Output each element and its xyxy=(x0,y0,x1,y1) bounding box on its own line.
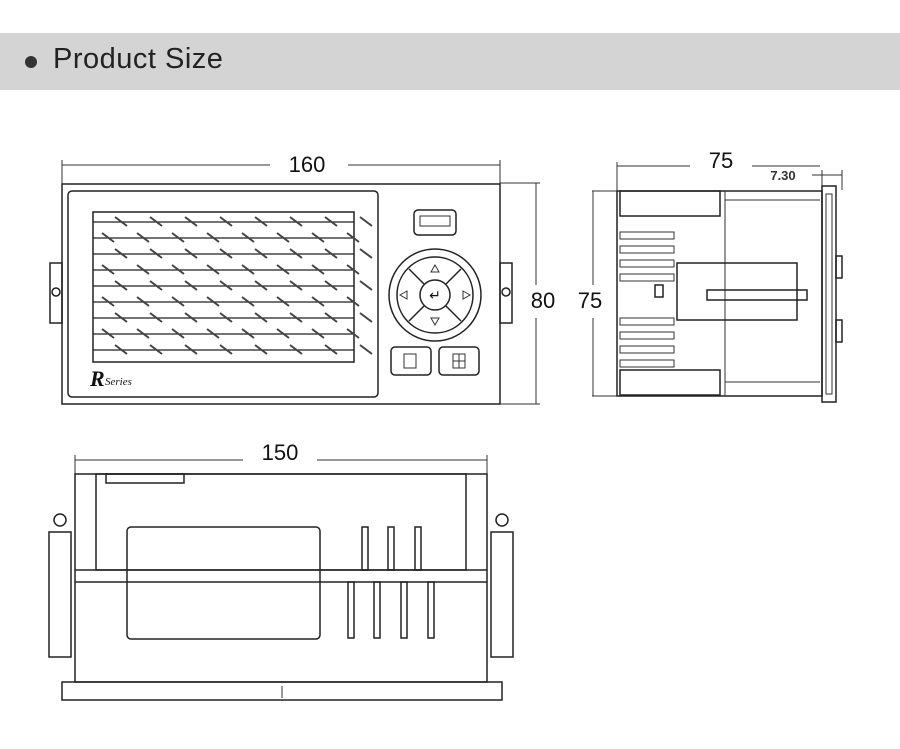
screen-hatching xyxy=(93,216,373,355)
section-header xyxy=(0,33,900,90)
down-arrow-icon xyxy=(430,317,440,327)
usb-port-icon xyxy=(413,209,457,236)
logo-series: Series xyxy=(105,376,132,388)
section-title: Product Size xyxy=(53,43,224,75)
enter-button xyxy=(419,279,451,311)
left-arrow-icon xyxy=(398,290,408,300)
bottom-view: 150 xyxy=(48,440,514,701)
function-button-1 xyxy=(390,346,432,376)
side-depth-label: 75 xyxy=(709,148,733,173)
vent-fins xyxy=(619,231,675,368)
logo-r: R xyxy=(89,366,105,391)
up-arrow-icon xyxy=(430,263,440,273)
right-arrow-icon xyxy=(462,290,472,300)
bullet-icon xyxy=(25,56,37,68)
bottom-width-label: 150 xyxy=(262,440,299,465)
side-view: 75 7.30 75 xyxy=(578,148,843,403)
side-height-label: 75 xyxy=(578,288,602,313)
display-screen xyxy=(92,211,355,363)
dpad-button xyxy=(388,248,482,342)
enter-icon: ↵ xyxy=(429,287,441,303)
front-height-label: 80 xyxy=(531,288,555,313)
bezel-depth-label: 7.30 xyxy=(770,168,795,183)
front-width-label: 160 xyxy=(289,152,326,177)
function-button-2 xyxy=(438,346,480,376)
front-view: 160 80 R Series ↵ xyxy=(49,152,555,405)
vent-slots xyxy=(347,526,435,639)
